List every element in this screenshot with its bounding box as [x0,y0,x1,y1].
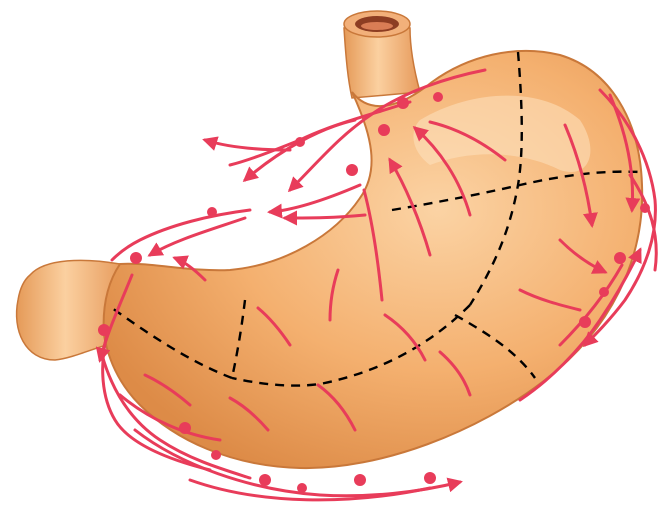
flow-node [614,252,626,264]
flow-node [295,137,305,147]
flow-line [112,210,250,260]
flow-node [297,483,307,493]
flow-node [640,203,650,213]
flow-node [433,92,443,102]
flow-node [599,287,609,297]
flow-node [130,252,142,264]
flow-node [378,124,390,136]
flow-node [179,422,191,434]
flow-node [579,316,591,328]
flow-line [270,185,360,212]
flow-node [354,474,366,486]
flow-node [397,97,409,109]
flow-line [190,480,430,500]
flow-node [211,450,221,460]
esophagus [344,28,420,98]
flow-node [346,164,358,176]
flow-node [424,472,436,484]
flow-line [150,218,245,255]
flow-line [205,140,290,150]
flow-node [98,324,110,336]
flow-node [259,474,271,486]
esophagus-lumen-inner [361,22,393,30]
flow-node [207,207,217,217]
